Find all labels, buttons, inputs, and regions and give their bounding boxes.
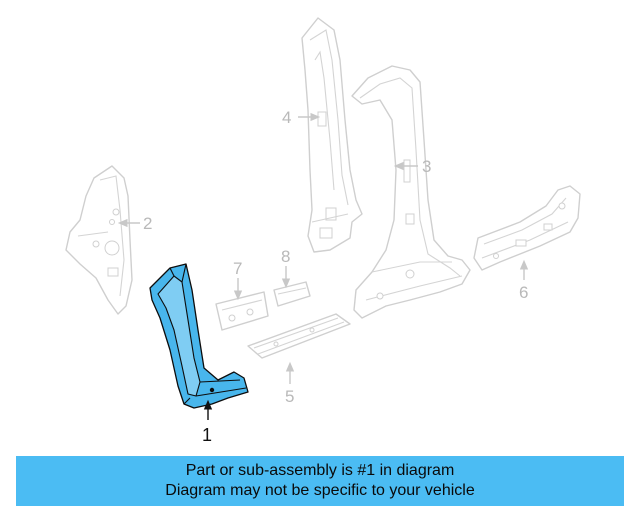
callout-4: 4 xyxy=(282,108,291,127)
banner-line-1: Part or sub-assembly is #1 in diagram xyxy=(185,462,455,479)
callout-8: 8 xyxy=(281,247,290,266)
part-1-highlighted-pillar[interactable] xyxy=(149,263,249,409)
callout-1: 1 xyxy=(202,425,212,445)
callout-3: 3 xyxy=(422,157,431,176)
part-8-plate xyxy=(273,281,311,307)
banner-line-2: Diagram may not be specific to your vehi… xyxy=(165,482,475,499)
part-4-pillar-reinforcement xyxy=(301,17,363,253)
part-6-quarter-inner xyxy=(473,185,581,271)
part-7-bracket xyxy=(215,291,269,331)
info-banner: Part or sub-assembly is #1 in diagram Di… xyxy=(16,456,624,506)
part-5-rocker-reinforcement xyxy=(247,313,351,359)
part-3-side-pillar xyxy=(351,65,471,319)
callout-6: 6 xyxy=(519,283,528,302)
part-2-hinge-pillar xyxy=(65,165,133,315)
leader-lines xyxy=(117,112,529,420)
callout-5: 5 xyxy=(285,387,294,406)
parts-diagram: 1 2 3 4 5 6 7 8 xyxy=(65,17,581,445)
callout-7: 7 xyxy=(233,259,242,278)
callout-2: 2 xyxy=(143,214,152,233)
